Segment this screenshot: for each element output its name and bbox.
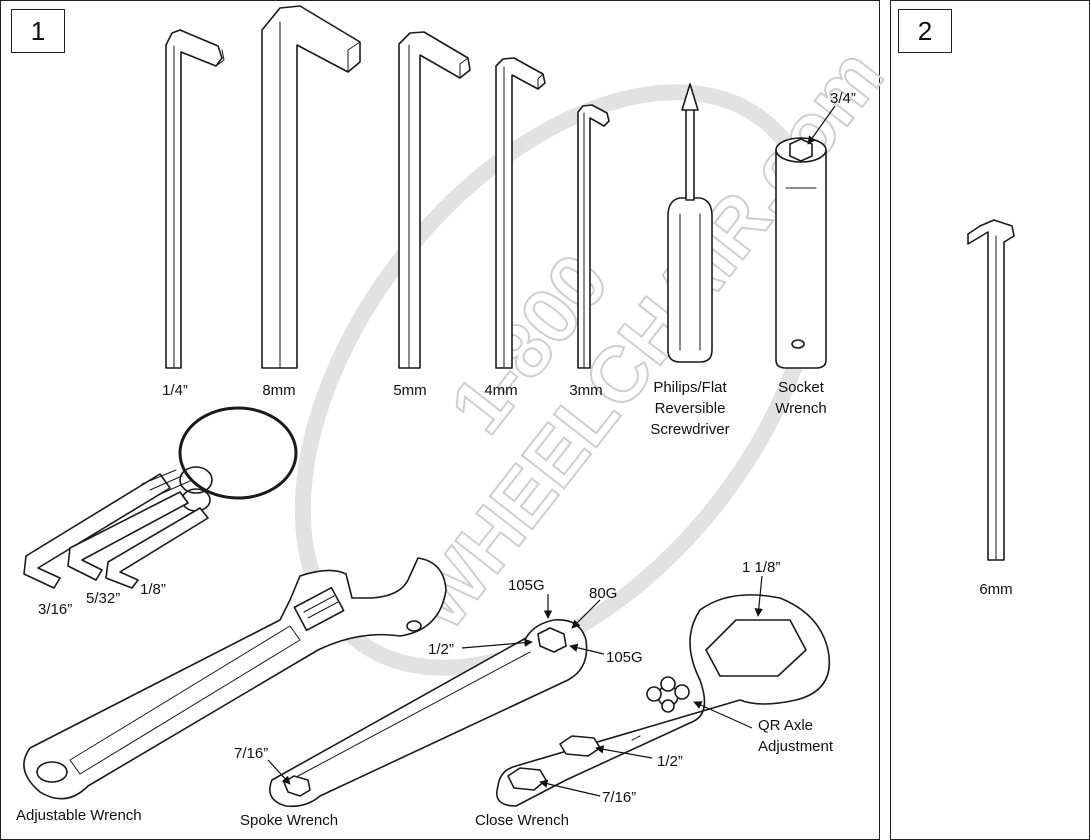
hex-key-4mm-label: 4mm xyxy=(484,382,518,399)
hex-key-6mm-label: 6mm xyxy=(979,581,1013,598)
screwdriver-label-line2: Reversible xyxy=(654,400,726,417)
spoke-105g-top-label: 105G xyxy=(508,577,545,594)
spoke-wrench-label: Spoke Wrench xyxy=(240,812,339,829)
screwdriver-label-line3: Screwdriver xyxy=(650,421,730,438)
adjustable-wrench-icon xyxy=(24,558,446,799)
socket-wrench-label-line2: Wrench xyxy=(775,400,827,417)
hex-key-3mm-icon xyxy=(578,105,609,368)
hex-key-3mm-label: 3mm xyxy=(569,382,603,399)
spoke-1-2-label: 1/2” xyxy=(428,641,454,658)
ring-key-3-16-label: 3/16” xyxy=(38,601,73,618)
close-1-1-8-label: 1 1/8” xyxy=(742,559,781,576)
qr-axle-label-line1: QR Axle xyxy=(758,717,814,734)
hex-key-5mm-label: 5mm xyxy=(393,382,427,399)
hex-key-5mm-icon xyxy=(399,32,470,368)
hex-key-4mm-icon xyxy=(496,58,545,368)
hex-key-8mm-icon xyxy=(262,6,360,368)
close-7-16-label: 7/16” xyxy=(602,789,637,806)
spoke-80g-label: 80G xyxy=(589,585,618,602)
screwdriver-icon xyxy=(668,84,712,362)
socket-wrench-label-line1: Socket xyxy=(778,379,824,396)
close-wrench-label: Close Wrench xyxy=(475,812,569,829)
socket-size-label: 3/4” xyxy=(830,90,856,107)
adjustable-wrench-label: Adjustable Wrench xyxy=(16,807,142,824)
close-wrench-icon xyxy=(497,595,830,806)
hex-key-6mm-icon xyxy=(968,220,1014,560)
spoke-105g-right-label: 105G xyxy=(606,649,643,666)
close-1-2-label: 1/2” xyxy=(657,753,683,770)
panel-1-number-badge: 1 xyxy=(11,9,65,53)
panel-2-number-badge: 2 xyxy=(898,9,952,53)
hex-key-quarter-inch-icon xyxy=(166,30,224,368)
hex-key-quarter-inch-label: 1/4” xyxy=(162,382,188,399)
socket-wrench-icon xyxy=(776,138,826,368)
spoke-7-16-label: 7/16” xyxy=(234,745,269,762)
ring-key-1-8-label: 1/8” xyxy=(140,581,166,598)
screwdriver-label-line1: Philips/Flat xyxy=(653,379,727,396)
qr-axle-label-line2: Adjustment xyxy=(758,738,834,755)
hex-key-8mm-label: 8mm xyxy=(262,382,296,399)
leader-lines xyxy=(268,106,835,796)
hex-key-ring-icon xyxy=(24,408,296,588)
ring-key-5-32-label: 5/32” xyxy=(86,590,121,607)
